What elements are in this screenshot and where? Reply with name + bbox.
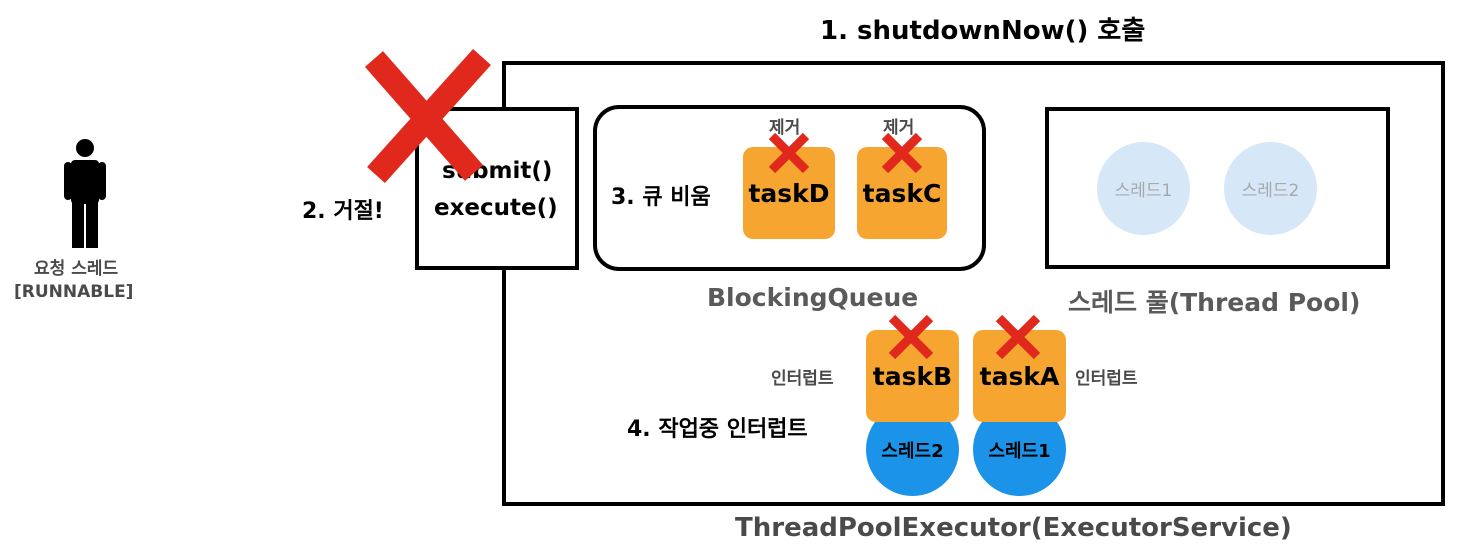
queue-task-d: taskD bbox=[743, 147, 835, 239]
execute-label: execute() bbox=[434, 195, 558, 221]
reject-cross-icon bbox=[364, 48, 491, 184]
queue-task-c: taskC bbox=[857, 147, 947, 239]
step3-label: 3. 큐 비움 bbox=[611, 185, 711, 210]
remove-cross-icon bbox=[881, 132, 923, 174]
running-task-b: taskB bbox=[866, 330, 959, 422]
running-task-a: taskA bbox=[973, 330, 1066, 422]
step2-label: 2. 거절! bbox=[302, 199, 384, 224]
person-icon bbox=[64, 139, 106, 248]
diagram-title: 1. shutdownNow() 호출 bbox=[820, 16, 1146, 46]
executor-label: ThreadPoolExecutor(ExecutorService) bbox=[735, 513, 1292, 543]
pool-thread-2: 스레드2 bbox=[1224, 142, 1317, 235]
blocking-queue-label: BlockingQueue bbox=[707, 283, 919, 312]
interrupt-note-a: 인터럽트 bbox=[1075, 369, 1138, 389]
requester-state: [RUNNABLE] bbox=[14, 282, 134, 302]
interrupt-cross-icon bbox=[995, 314, 1041, 360]
thread-pool-label: 스레드 풀(Thread Pool) bbox=[1068, 288, 1361, 317]
interrupt-note-b: 인터럽트 bbox=[771, 369, 834, 389]
requester-label: 요청 스레드 bbox=[34, 259, 119, 279]
pool-thread-1: 스레드1 bbox=[1097, 142, 1190, 235]
remove-note-c: 제거 bbox=[883, 118, 915, 138]
remove-cross-icon bbox=[768, 132, 810, 174]
interrupt-cross-icon bbox=[888, 314, 934, 360]
remove-note-d: 제거 bbox=[769, 118, 801, 138]
step4-label: 4. 작업중 인터럽트 bbox=[627, 417, 808, 442]
